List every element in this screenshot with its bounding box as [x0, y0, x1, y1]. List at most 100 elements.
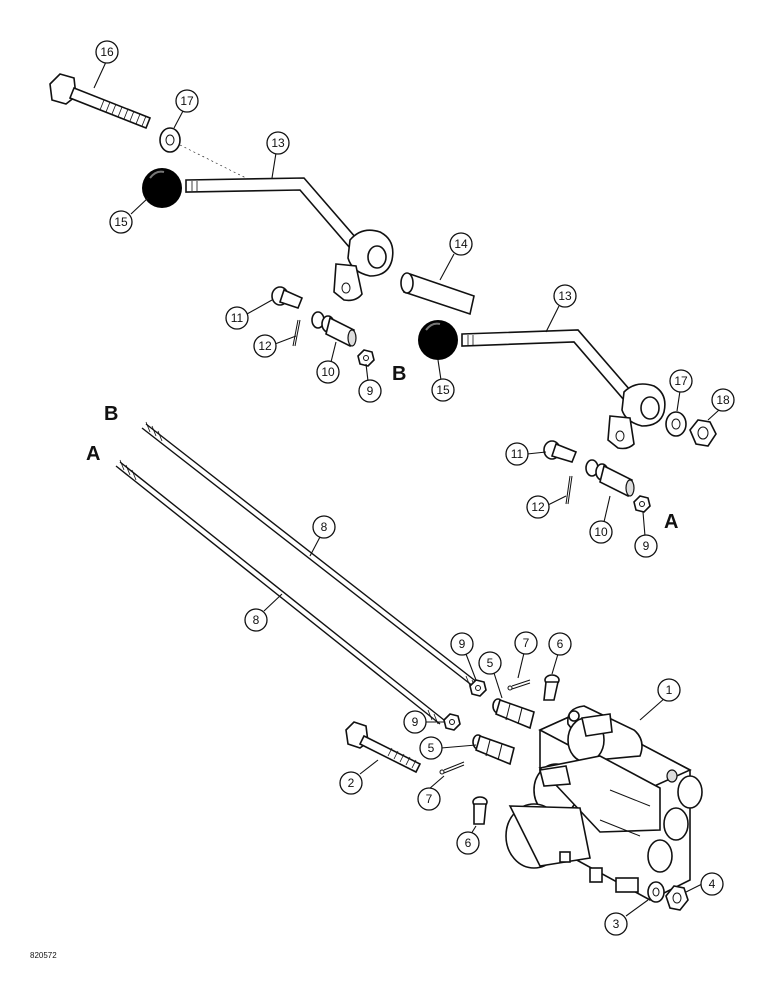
- bolt-part-16: [49, 73, 152, 130]
- nut-part-18: [689, 419, 717, 447]
- callout-circle: [312, 515, 336, 539]
- callout-circle: [589, 520, 613, 544]
- sleeve-part-14: [400, 272, 475, 316]
- callout-number: 3: [613, 917, 620, 931]
- callout-c6b: 6: [456, 831, 480, 855]
- callout-circle: [449, 232, 473, 256]
- callout-circle: [669, 369, 693, 393]
- callout-number: 5: [487, 656, 494, 670]
- reference-letter-b: B: [104, 403, 118, 425]
- assembly-axis-line: [179, 144, 251, 181]
- nut-part-9-rod-b: [469, 679, 487, 697]
- callout-number: 11: [511, 447, 524, 461]
- callout-number: 17: [674, 374, 688, 388]
- callout-circle: [604, 912, 628, 936]
- cotter-part-12-upper: [292, 319, 301, 347]
- washer-part-3: [647, 881, 665, 903]
- callout-number: 7: [523, 636, 530, 650]
- callout-c3: 3: [604, 912, 628, 936]
- callout-circle: [225, 306, 249, 330]
- bolt-part-2: [345, 721, 422, 774]
- callout-number: 16: [100, 45, 114, 59]
- rod-part-8-b: [141, 421, 483, 691]
- callout-number: 7: [426, 792, 433, 806]
- callout-c12b: 12: [526, 495, 550, 519]
- callout-c5a: 5: [478, 651, 502, 675]
- nut-part-9-lower-rod: [633, 495, 651, 513]
- callout-c15b: 15: [431, 378, 455, 402]
- callout-number: 12: [531, 500, 545, 514]
- callout-number: 2: [348, 776, 355, 790]
- callout-number: 9: [367, 384, 374, 398]
- callout-circle: [417, 787, 441, 811]
- clevis-part-10-lower: [585, 459, 635, 498]
- callout-c7a: 7: [514, 631, 538, 655]
- callout-circle: [339, 771, 363, 795]
- callout-number: 13: [271, 136, 285, 150]
- callout-circle: [514, 631, 538, 655]
- callout-number: 17: [180, 94, 194, 108]
- callout-c11b: 11: [505, 442, 529, 466]
- nut-part-9-upper: [357, 349, 375, 367]
- callout-c8b: 8: [244, 608, 268, 632]
- washer-part-17-upper: [159, 127, 181, 153]
- knob-part-15-lower: [418, 320, 458, 360]
- clevis-part-5-upper: [492, 698, 535, 730]
- cotter-part-7-upper: [507, 679, 531, 691]
- callout-circle: [526, 495, 550, 519]
- nut-part-4: [665, 885, 689, 911]
- callout-c16: 16: [95, 40, 119, 64]
- reference-letter-a: A: [86, 443, 100, 465]
- callout-number: 6: [557, 637, 564, 651]
- callout-number: 9: [412, 715, 419, 729]
- callout-number: 1: [666, 683, 673, 697]
- callout-c14: 14: [449, 232, 473, 256]
- callout-number: 4: [709, 877, 716, 891]
- callout-number: 8: [253, 613, 260, 627]
- nut-part-9-rod-a: [443, 713, 461, 731]
- reference-letter-b: B: [392, 363, 406, 385]
- callout-circle: [403, 710, 427, 734]
- callout-c9c: 9: [450, 632, 474, 656]
- callout-circle: [657, 678, 681, 702]
- callout-number: 8: [321, 520, 328, 534]
- callout-c2: 2: [339, 771, 363, 795]
- callout-circle: [266, 131, 290, 155]
- callout-c13b: 13: [553, 284, 577, 308]
- callout-circle: [456, 831, 480, 855]
- leader-lines: [93, 61, 720, 917]
- callout-c18: 18: [711, 388, 735, 412]
- callout-circle: [548, 632, 572, 656]
- callout-number: 9: [643, 539, 650, 553]
- callout-circle: [478, 651, 502, 675]
- callout-circle: [634, 534, 658, 558]
- callout-number: 10: [321, 365, 335, 379]
- clevis-part-10-upper: [311, 311, 357, 348]
- pin-part-11-lower: [543, 440, 578, 463]
- callout-circle: [505, 442, 529, 466]
- pin-part-6-upper: [543, 674, 560, 701]
- washer-part-17-lower: [665, 411, 687, 437]
- callout-circle: [450, 632, 474, 656]
- pin-part-11-upper: [271, 286, 304, 309]
- pin-part-6-lower: [472, 796, 488, 825]
- callout-c6a: 6: [548, 632, 572, 656]
- callout-number: 14: [454, 237, 468, 251]
- callout-c11a: 11: [225, 306, 249, 330]
- cotter-part-7-lower: [439, 761, 465, 775]
- callout-number: 9: [459, 637, 466, 651]
- callout-c10a: 10: [316, 360, 340, 384]
- callout-c9d: 9: [403, 710, 427, 734]
- callout-c1: 1: [657, 678, 681, 702]
- callout-number: 5: [428, 741, 435, 755]
- cotter-part-12-lower: [565, 475, 573, 505]
- callout-circle: [244, 608, 268, 632]
- callout-c17a: 17: [175, 89, 199, 113]
- callout-c9a: 9: [358, 379, 382, 403]
- valve-body-part-1: [505, 705, 703, 901]
- callout-c9b: 9: [634, 534, 658, 558]
- clevis-part-5-lower: [472, 734, 515, 766]
